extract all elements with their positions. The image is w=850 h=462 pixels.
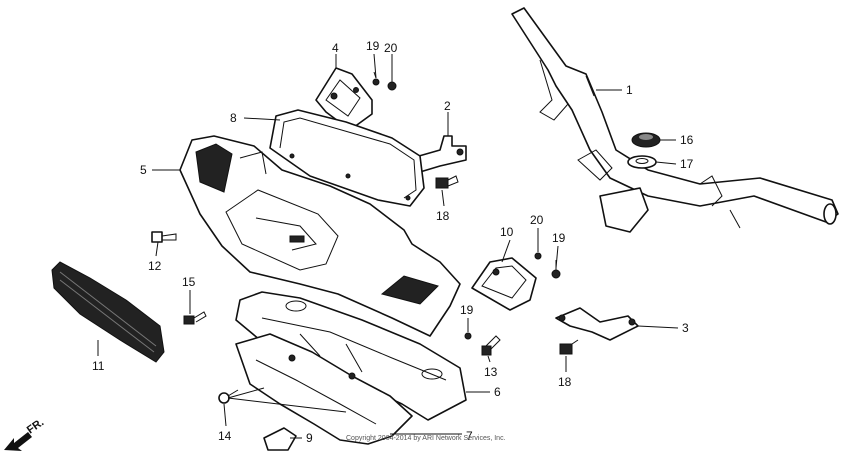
callout-12: 12 xyxy=(148,259,162,273)
callout-13: 13 xyxy=(484,365,498,379)
molding-strip xyxy=(51,261,165,363)
screw-13 xyxy=(481,335,501,356)
callout-labels: 1 2 3 4 5 6 7 8 9 10 11 12 13 14 15 16 1… xyxy=(92,39,694,445)
callout-11: 11 xyxy=(92,359,105,373)
callout-1: 1 xyxy=(626,83,633,97)
callout-2: 2 xyxy=(444,99,451,113)
callout-20-middle: 20 xyxy=(530,213,544,227)
cover-10 xyxy=(471,257,537,311)
callout-15: 15 xyxy=(182,275,196,289)
callout-19-middle: 19 xyxy=(552,231,566,245)
front-arrow-icon xyxy=(4,432,32,451)
cover-4 xyxy=(315,67,373,131)
callout-19-lower: 19 xyxy=(460,303,474,317)
screw-12 xyxy=(151,231,177,243)
collar xyxy=(627,155,657,169)
bracket-2 xyxy=(411,135,467,173)
callout-16: 16 xyxy=(680,133,694,147)
callout-17: 17 xyxy=(680,157,694,171)
callout-6: 6 xyxy=(494,385,501,399)
callout-14: 14 xyxy=(218,429,232,443)
leader-lines xyxy=(97,53,679,439)
screw-15 xyxy=(183,311,207,325)
callout-5: 5 xyxy=(140,163,147,177)
callout-18-lower: 18 xyxy=(558,375,572,389)
callout-3: 3 xyxy=(682,321,689,335)
grommet xyxy=(631,132,661,148)
callout-8: 8 xyxy=(230,111,237,125)
handlebar xyxy=(511,7,839,233)
bolt-18a xyxy=(435,175,459,189)
callout-18-upper: 18 xyxy=(436,209,450,223)
front-cover xyxy=(179,135,461,337)
callout-9: 9 xyxy=(306,431,313,445)
reflector-9 xyxy=(263,427,297,451)
copyright-notice: Copyright 2004-2014 by ARI Network Servi… xyxy=(346,435,506,442)
callout-4: 4 xyxy=(332,41,339,55)
callout-7: 7 xyxy=(466,429,473,443)
callout-19-top: 19 xyxy=(366,39,380,53)
bolt-18b xyxy=(559,339,579,355)
callout-20-top: 20 xyxy=(384,41,398,55)
windscreen xyxy=(269,109,425,207)
bracket-3 xyxy=(555,307,639,341)
front-direction-indicator: FR. xyxy=(4,416,46,451)
callout-10: 10 xyxy=(500,225,514,239)
